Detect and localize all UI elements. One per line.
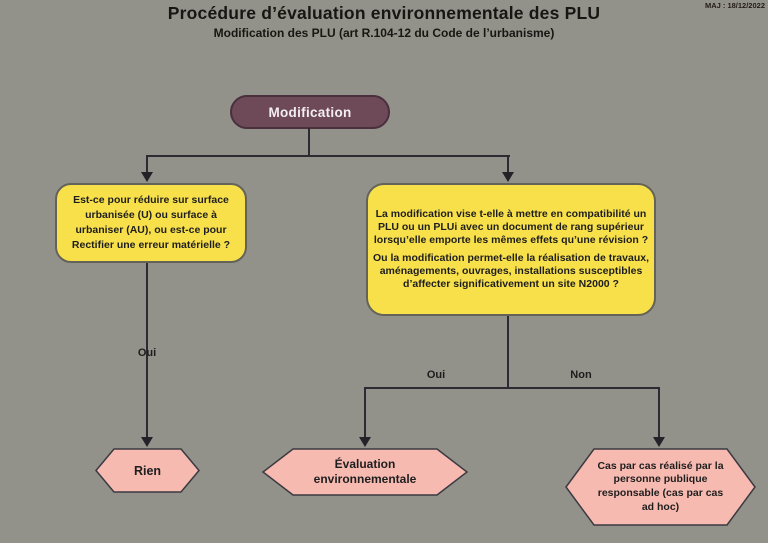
arrowhead-down-icon <box>653 437 665 447</box>
connector-line <box>146 263 148 438</box>
hexagon-shape <box>95 448 200 493</box>
node-outcome-cas-par-cas-label: Cas par cas réalisé par la personne publ… <box>597 459 724 513</box>
connector-line <box>364 389 366 438</box>
page-subtitle: Modification des PLU (art R.104-12 du Co… <box>213 26 555 40</box>
arrowhead-down-icon <box>141 437 153 447</box>
branch-label-oui-right: Oui <box>426 369 446 381</box>
node-question-left: Est-ce pour réduire sur surface urbanisé… <box>55 183 247 263</box>
connector-line <box>507 316 509 389</box>
branch-label-non-right: Non <box>570 369 592 381</box>
connector-line <box>146 155 510 157</box>
branch-label-oui-left: Oui <box>137 347 157 359</box>
connector-line <box>658 389 660 438</box>
node-modification-label: Modification <box>268 104 352 120</box>
last-updated-label: MAJ : 18/12/2022 <box>704 1 765 10</box>
node-question-right: La modification vise t-elle à mettre en … <box>366 183 656 316</box>
node-question-right-text-2: Ou la modification permet-elle la réalis… <box>373 251 649 291</box>
hexagon-shape <box>565 448 756 526</box>
node-outcome-evaluation: Évaluation environnementale <box>262 448 468 496</box>
node-modification: Modification <box>230 95 390 129</box>
arrowhead-down-icon <box>359 437 371 447</box>
connector-line <box>146 156 148 173</box>
node-question-left-text: Est-ce pour réduire sur surface urbanisé… <box>71 193 231 252</box>
hexagon-shape <box>262 448 468 496</box>
connector-line <box>308 128 310 156</box>
arrowhead-down-icon <box>141 172 153 182</box>
node-question-right-text-1: La modification vise t-elle à mettre en … <box>373 207 649 247</box>
node-outcome-evaluation-label: Évaluation environnementale <box>313 457 417 486</box>
arrowhead-down-icon <box>502 172 514 182</box>
page-title: Procédure d’évaluation environnementale … <box>167 3 601 23</box>
connector-line <box>507 156 509 173</box>
node-outcome-rien-label: Rien <box>133 463 162 478</box>
node-outcome-rien: Rien <box>95 448 200 493</box>
node-outcome-cas-par-cas: Cas par cas réalisé par la personne publ… <box>565 448 756 526</box>
connector-line <box>364 387 660 389</box>
